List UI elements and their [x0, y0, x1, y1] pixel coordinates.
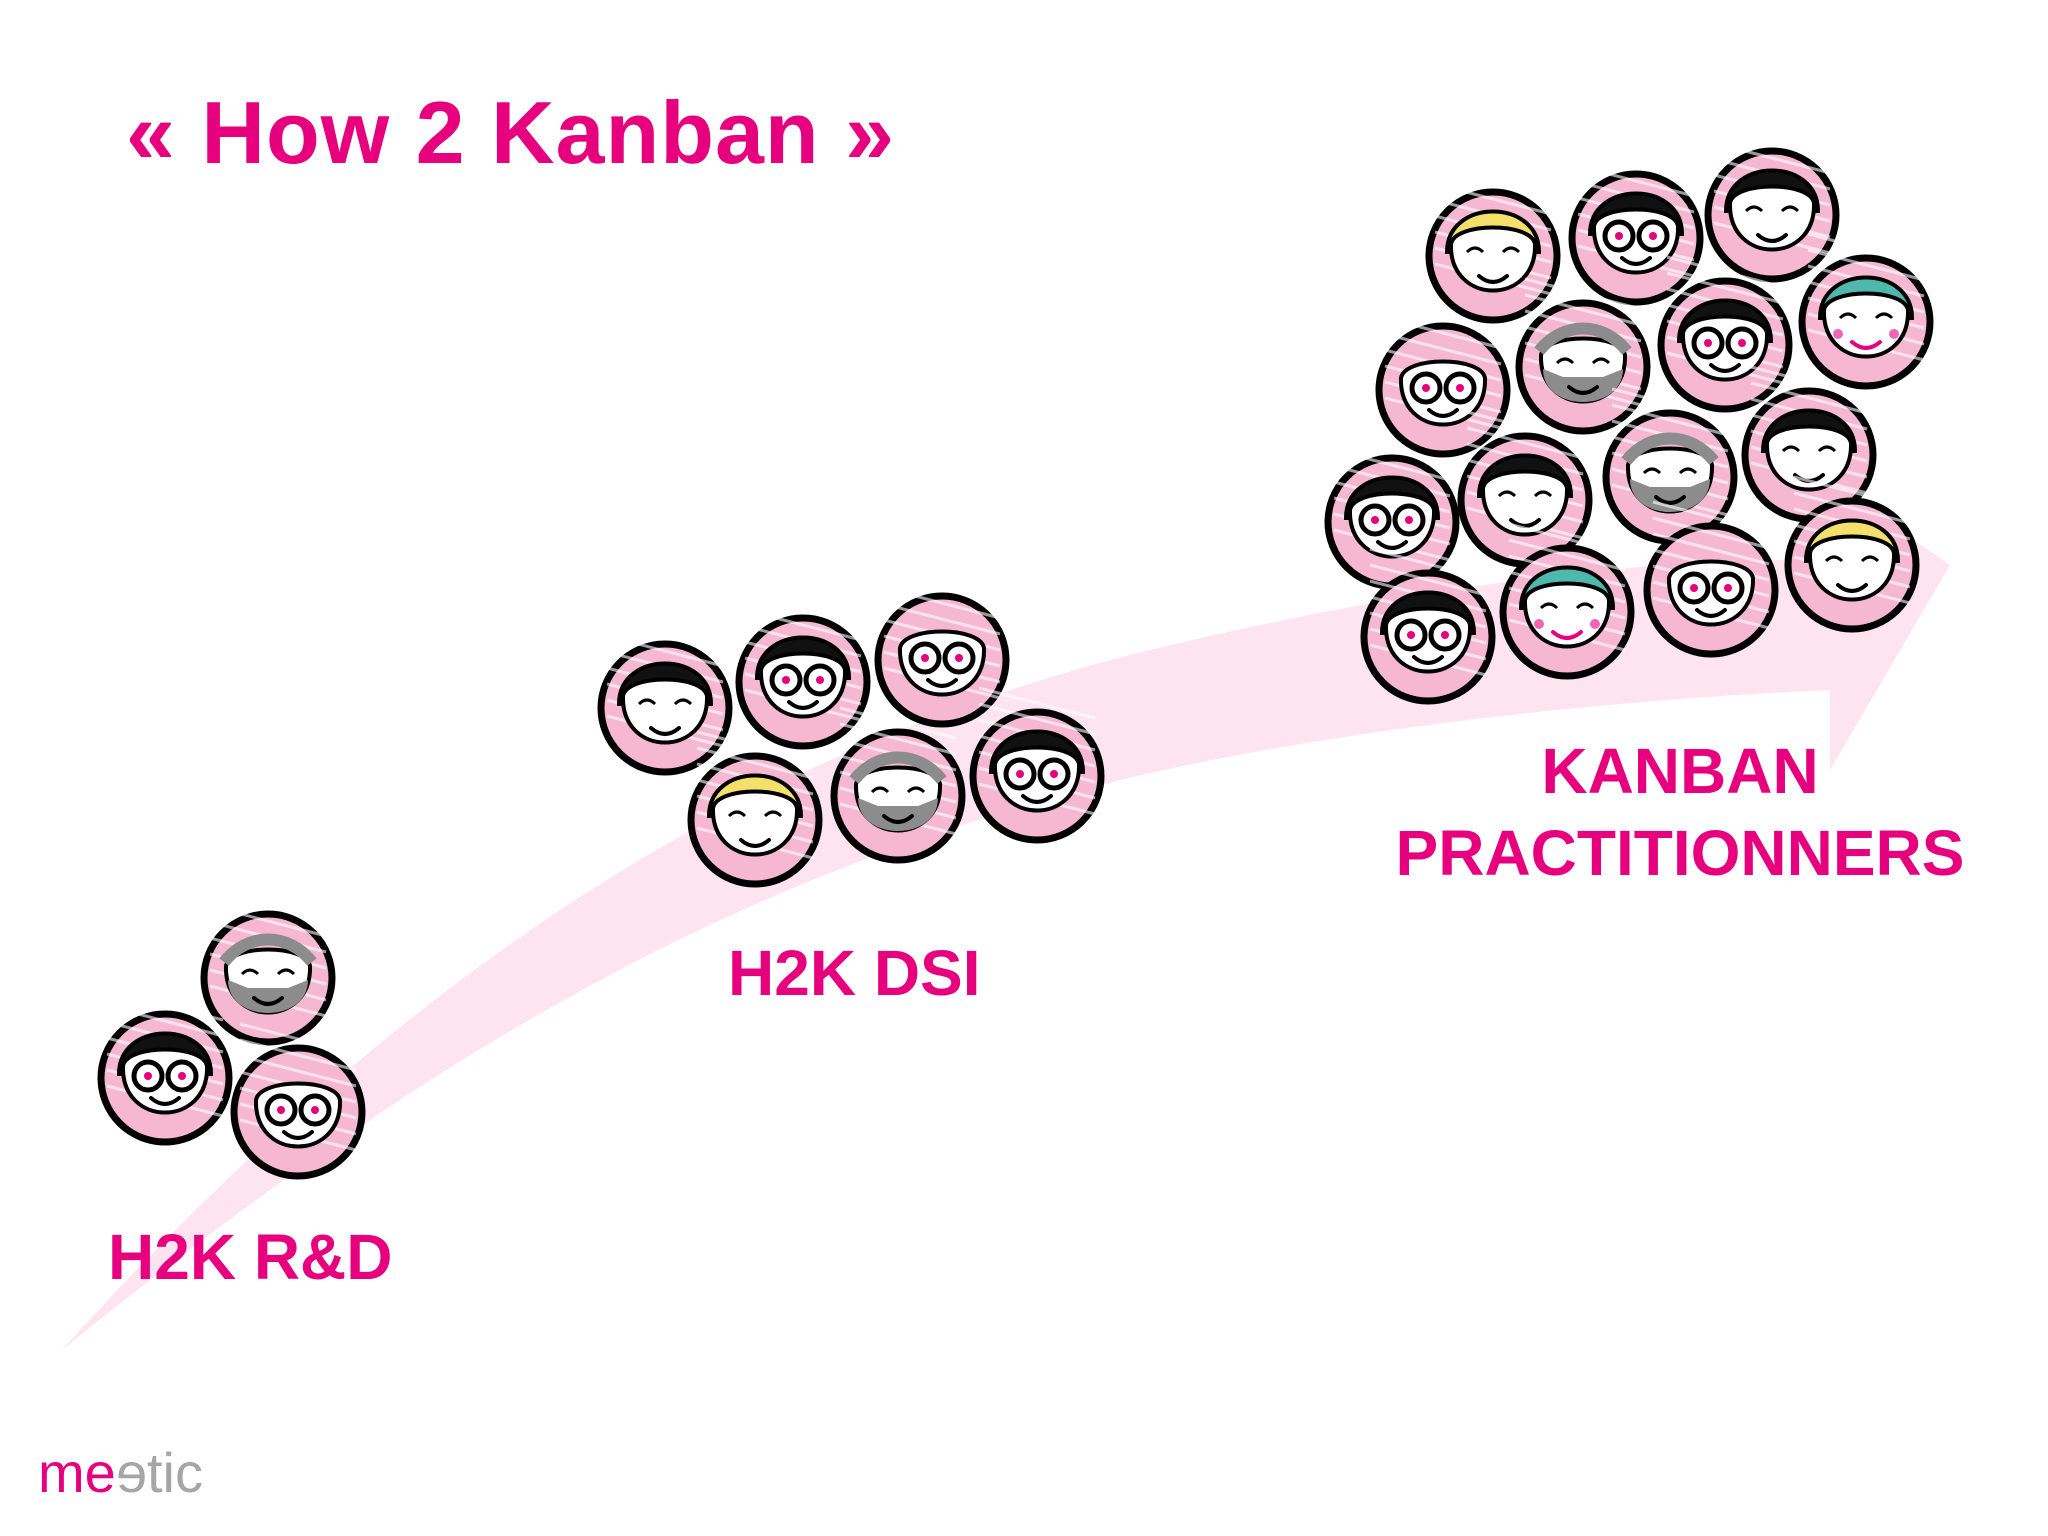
avatar-grey-beard [1515, 277, 1651, 435]
stage-label-practitioners-line1: KANBAN [1541, 735, 1819, 807]
avatar-grey-beard [830, 706, 966, 864]
avatar-black [1741, 365, 1877, 523]
avatar-black [597, 618, 733, 776]
avatar-black [1457, 410, 1593, 568]
avatar-black-glasses [969, 686, 1105, 844]
avatar-black-glasses [1568, 148, 1704, 306]
stage-label-practitioners: KANBAN PRACTITIONNERS [1380, 730, 1980, 894]
avatar-bald-glasses [230, 1022, 366, 1180]
avatar-bald-glasses [1643, 500, 1779, 658]
logo-part-3: tic [146, 1441, 203, 1504]
avatar-layer [97, 125, 1934, 1180]
avatar-black-glasses [1360, 547, 1496, 705]
stage-label-practitioners-line2: PRACTITIONNERS [1395, 817, 1965, 889]
avatar-bald-glasses [874, 570, 1010, 728]
avatar-black-glasses [735, 592, 871, 750]
stage-label-rd: H2K R&D [108, 1221, 393, 1293]
avatar-bald-glasses [1375, 300, 1511, 458]
page-title: « How 2 Kanban » [126, 83, 896, 182]
meetic-logo: meetic [38, 1440, 203, 1505]
avatar-blond [687, 730, 823, 888]
logo-part-1: me [38, 1441, 116, 1504]
avatar-black [1704, 125, 1840, 283]
logo-part-2: e [115, 1441, 147, 1504]
avatar-blond [1425, 166, 1561, 324]
avatar-grey-beard [200, 888, 336, 1046]
avatar-black-glasses [1657, 255, 1793, 413]
avatar-black-glasses [1324, 432, 1460, 590]
avatar-teal [1798, 232, 1934, 390]
stage-label-dsi: H2K DSI [728, 937, 981, 1009]
avatar-black-glasses [97, 988, 233, 1146]
avatar-teal [1499, 522, 1635, 680]
avatar-blond [1784, 475, 1920, 633]
